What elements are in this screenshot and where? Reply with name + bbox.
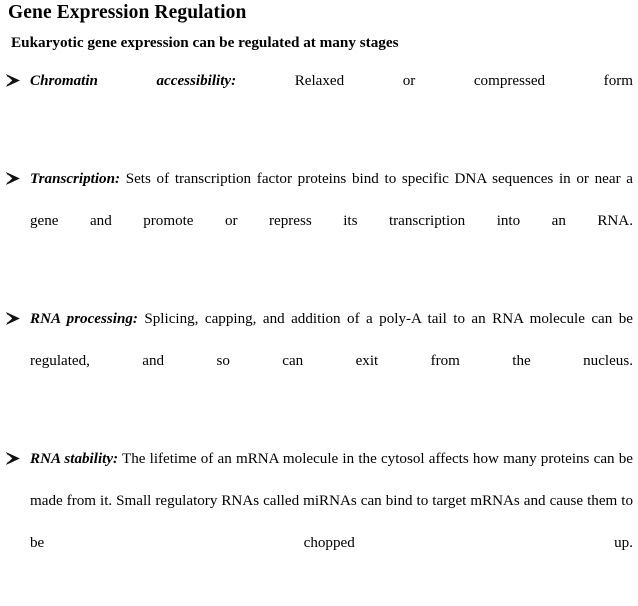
- bullet-list: Chromatin accessibility: Relaxed or comp…: [0, 60, 638, 606]
- slide-subtitle: Eukaryotic gene expression can be regula…: [11, 34, 399, 51]
- list-item: RNA stability: The lifetime of an mRNA m…: [0, 438, 638, 606]
- list-item: Transcription: Sets of transcription fac…: [0, 158, 638, 284]
- bullet-text: Relaxed or compressed form: [236, 73, 634, 89]
- bullet-text: Splicing, capping, and addition of a pol…: [30, 311, 633, 369]
- bullet-lead-in: RNA processing:: [30, 311, 138, 327]
- bullet-text: The lifetime of an mRNA molecule in the …: [30, 451, 633, 551]
- page-title: Gene Expression Regulation: [8, 2, 247, 23]
- arrow-head-right-icon: [6, 298, 24, 325]
- slide-canvas: Gene Expression Regulation Eukaryotic ge…: [6, 2, 634, 551]
- bullet-lead-in: Transcription:: [30, 171, 121, 187]
- list-item: Chromatin accessibility: Relaxed or comp…: [0, 60, 638, 144]
- list-item: RNA processing: Splicing, capping, and a…: [0, 298, 638, 424]
- arrow-head-right-icon: [6, 438, 24, 465]
- bullet-lead-in: RNA stability:: [30, 451, 119, 467]
- arrow-head-right-icon: [6, 158, 24, 185]
- arrow-head-right-icon: [6, 60, 24, 87]
- bullet-lead-in: Chromatin accessibility:: [30, 73, 237, 89]
- bullet-text: Sets of transcription factor proteins bi…: [30, 171, 633, 229]
